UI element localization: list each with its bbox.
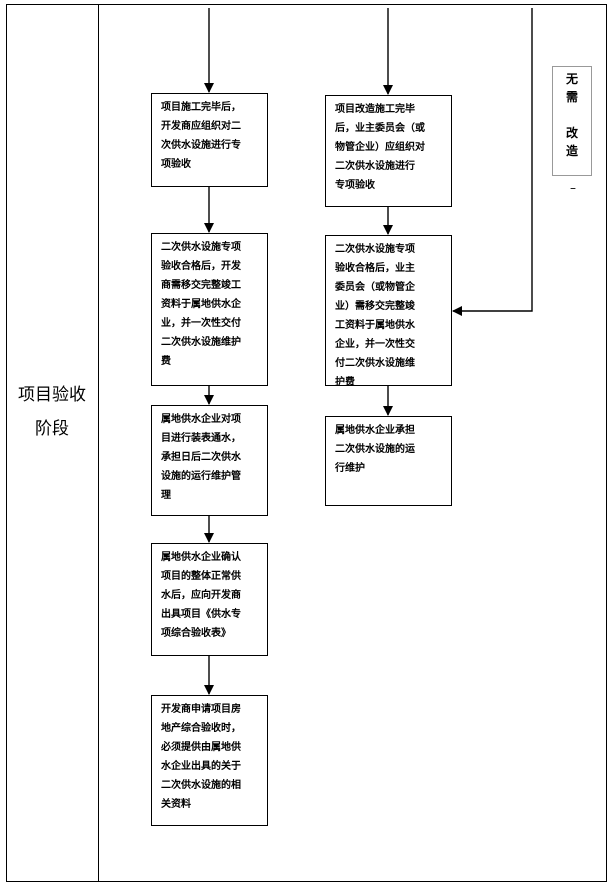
arrow-side-into-right-2 xyxy=(452,8,533,316)
step-box-right-2: 二次供水设施专项 验收合格后，业主 委员会（或物管企 业）需移交完整竣 工资料于… xyxy=(325,235,452,386)
step-box-left-2: 二次供水设施专项 验收合格后，开发 商需移交完整竣工 资料于属地供水企 业，并一… xyxy=(151,233,268,386)
step-box-right-1: 项目改造施工完毕 后，业主委员会（或 物管企业）应组织对 二次供水设施进行 专项… xyxy=(325,95,452,207)
step-box-left-4: 属地供水企业确认 项目的整体正常供 水后，应向开发商 出具项目《供水专 项综合验… xyxy=(151,543,268,656)
step-box-left-3: 属地供水企业对项 目进行装表通水， 承担日后二次供水 设施的运行维护管 理 xyxy=(151,405,268,516)
note-dash: – xyxy=(570,181,576,195)
step-box-right-3: 属地供水企业承担 二次供水设施的运 行维护 xyxy=(325,416,452,506)
no-renovation-note: 无 需 改 造 xyxy=(552,66,592,176)
table-frame xyxy=(6,4,607,882)
step-box-left-1: 项目施工完毕后， 开发商应组织对二 次供水设施进行专 项验收 xyxy=(151,93,268,187)
stage-label: 项目验收 阶段 xyxy=(18,385,86,439)
step-box-left-5: 开发商申请项目房 地产综合验收时， 必须提供由属地供 水企业出具的关于 二次供水… xyxy=(151,695,268,826)
column-divider xyxy=(98,4,99,882)
